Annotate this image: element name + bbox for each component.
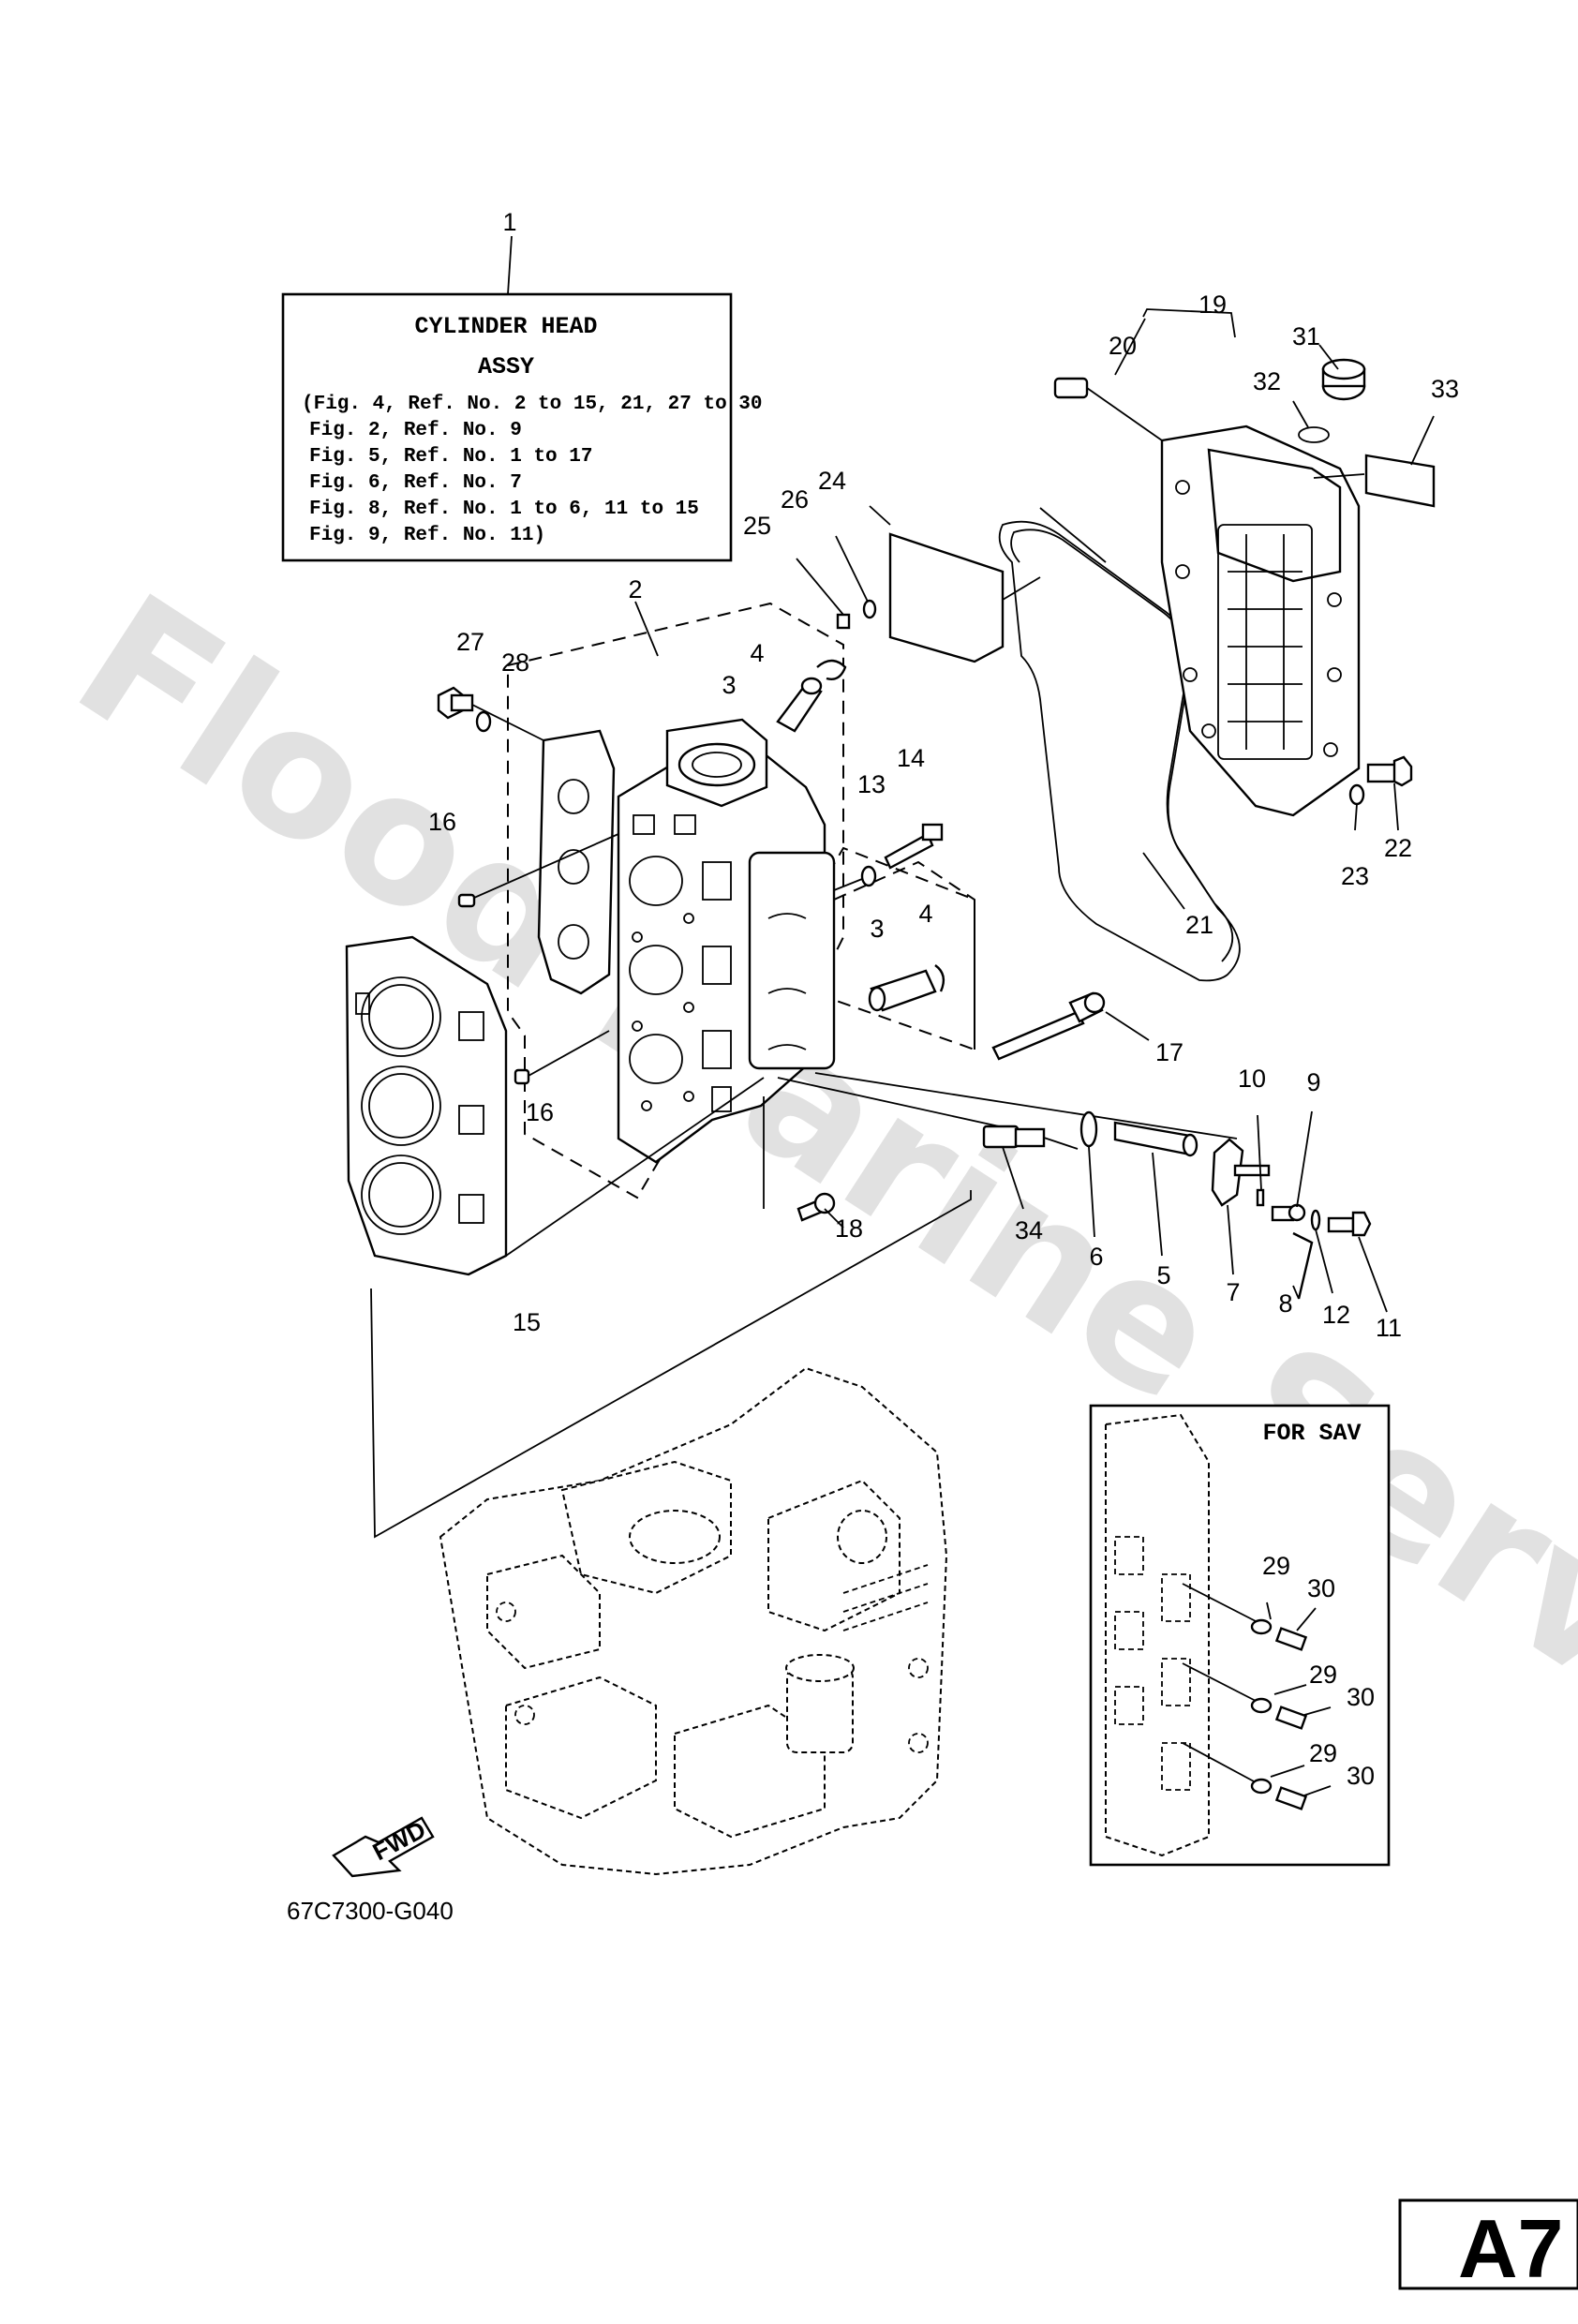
pin-5 <box>1113 1121 1198 1157</box>
washer-13 <box>860 865 877 887</box>
bolt-25 <box>836 613 851 630</box>
washer-12 <box>1310 1209 1321 1231</box>
callout-18: 18 <box>835 1214 863 1243</box>
washer-26 <box>862 599 877 619</box>
screw-9 <box>1271 1203 1306 1222</box>
callout-27: 27 <box>456 628 484 656</box>
callout-7: 7 <box>1226 1278 1240 1306</box>
dowel-pin <box>514 1068 530 1085</box>
callout-29: 29 <box>1309 1739 1337 1767</box>
callout-3: 3 <box>870 915 884 943</box>
box-ref-line: Fig. 9, Ref. No. 11) <box>309 525 545 546</box>
callout-22: 22 <box>1384 834 1412 862</box>
callout-33: 33 <box>1431 375 1459 403</box>
cylinder-block <box>439 1366 948 1876</box>
clip-4-lower <box>934 964 945 992</box>
thermostat-lower <box>868 969 937 1012</box>
callout-15: 15 <box>513 1308 541 1336</box>
seal-6 <box>1079 1110 1098 1148</box>
bolt-22 <box>1366 755 1413 787</box>
clip-10 <box>1256 1188 1265 1207</box>
callout-34: 34 <box>1015 1216 1043 1244</box>
callout-numbers: 1 2 3 4 27 28 16 16 15 25 26 24 13 14 3 … <box>428 208 1459 1790</box>
callout-1: 1 <box>502 208 516 236</box>
callout-2: 2 <box>628 575 642 603</box>
box-ref-line: Fig. 2, Ref. No. 9 <box>309 420 522 441</box>
callout-11: 11 <box>1376 1314 1402 1342</box>
bolt-20 <box>1053 377 1163 441</box>
callout-25: 25 <box>743 512 771 540</box>
bolt-27 <box>437 686 474 720</box>
filler-cap-31 <box>1321 358 1366 401</box>
callout-12: 12 <box>1322 1301 1350 1329</box>
callout-3: 3 <box>722 671 736 699</box>
callout-26: 26 <box>781 485 809 514</box>
assembly-info-box: CYLINDER HEAD ASSY (Fig. 4, Ref. No. 2 t… <box>281 292 762 562</box>
callout-29: 29 <box>1262 1552 1290 1580</box>
box-ref-line: (Fig. 4, Ref. No. 2 to 15, 21, 27 to 30 <box>302 394 762 415</box>
callout-32: 32 <box>1253 367 1281 395</box>
clip-4-upper <box>816 659 847 680</box>
bolt-18 <box>796 1192 836 1222</box>
callout-20: 20 <box>1109 332 1137 360</box>
page-id-tab: A7 <box>1398 2198 1578 2295</box>
box-ref-line: Fig. 6, Ref. No. 7 <box>309 472 522 494</box>
callout-14: 14 <box>897 744 925 772</box>
callout-30: 30 <box>1347 1762 1375 1790</box>
inset-label: FOR SAV <box>1262 1420 1361 1447</box>
callout-28: 28 <box>501 648 529 677</box>
callout-30: 30 <box>1307 1574 1335 1602</box>
callout-6: 6 <box>1089 1243 1103 1271</box>
callout-8: 8 <box>1278 1289 1292 1318</box>
callout-16: 16 <box>526 1098 554 1126</box>
washer-23 <box>1348 783 1365 806</box>
dowel-pin <box>457 893 476 908</box>
bolt-11 <box>1327 1211 1372 1237</box>
callout-13: 13 <box>857 770 886 798</box>
cylinder-head <box>617 718 836 1164</box>
callout-16: 16 <box>428 808 456 836</box>
box-title-line2: ASSY <box>478 353 534 380</box>
callout-9: 9 <box>1306 1068 1320 1096</box>
callout-4: 4 <box>750 639 764 667</box>
bolt-14 <box>884 823 944 870</box>
cover-plate-24 <box>888 532 1005 663</box>
cylinder-head-group-outline <box>507 602 975 1199</box>
callout-29: 29 <box>1309 1661 1337 1689</box>
label-33 <box>1364 454 1436 508</box>
thermostat-cover <box>776 677 823 733</box>
head-cover-19 <box>1160 425 1361 817</box>
spark-plug-34 <box>982 1125 1079 1210</box>
callout-19: 19 <box>1198 290 1227 319</box>
callout-30: 30 <box>1347 1683 1375 1711</box>
box-ref-line: Fig. 8, Ref. No. 1 to 6, 11 to 15 <box>309 499 699 520</box>
bracket-7 <box>1211 1138 1271 1207</box>
callout-23: 23 <box>1341 862 1369 890</box>
box-title-line1: CYLINDER HEAD <box>414 313 597 340</box>
callout-4: 4 <box>918 900 932 928</box>
callout-10: 10 <box>1238 1065 1266 1093</box>
fwd-arrow-icon <box>332 1816 435 1878</box>
o-ring-32 <box>1298 426 1330 443</box>
diagram-code: 67C7300-G040 <box>287 1897 454 1925</box>
callout-17: 17 <box>1155 1038 1184 1066</box>
page-id: A7 <box>1458 2202 1564 2295</box>
box-ref-line: Fig. 5, Ref. No. 1 to 17 <box>309 446 592 468</box>
callout-24: 24 <box>818 467 846 495</box>
fwd-label: FWD <box>368 1815 430 1866</box>
inset-for-sav <box>1089 1404 1391 1867</box>
washer-28 <box>475 710 492 733</box>
manifold-gasket <box>537 729 616 995</box>
callout-5: 5 <box>1156 1261 1170 1289</box>
callout-31: 31 <box>1292 322 1320 350</box>
head-gasket <box>345 935 508 1276</box>
bolt-17 <box>991 991 1106 1061</box>
spring-8 <box>1292 1231 1314 1300</box>
callout-21: 21 <box>1185 911 1213 939</box>
